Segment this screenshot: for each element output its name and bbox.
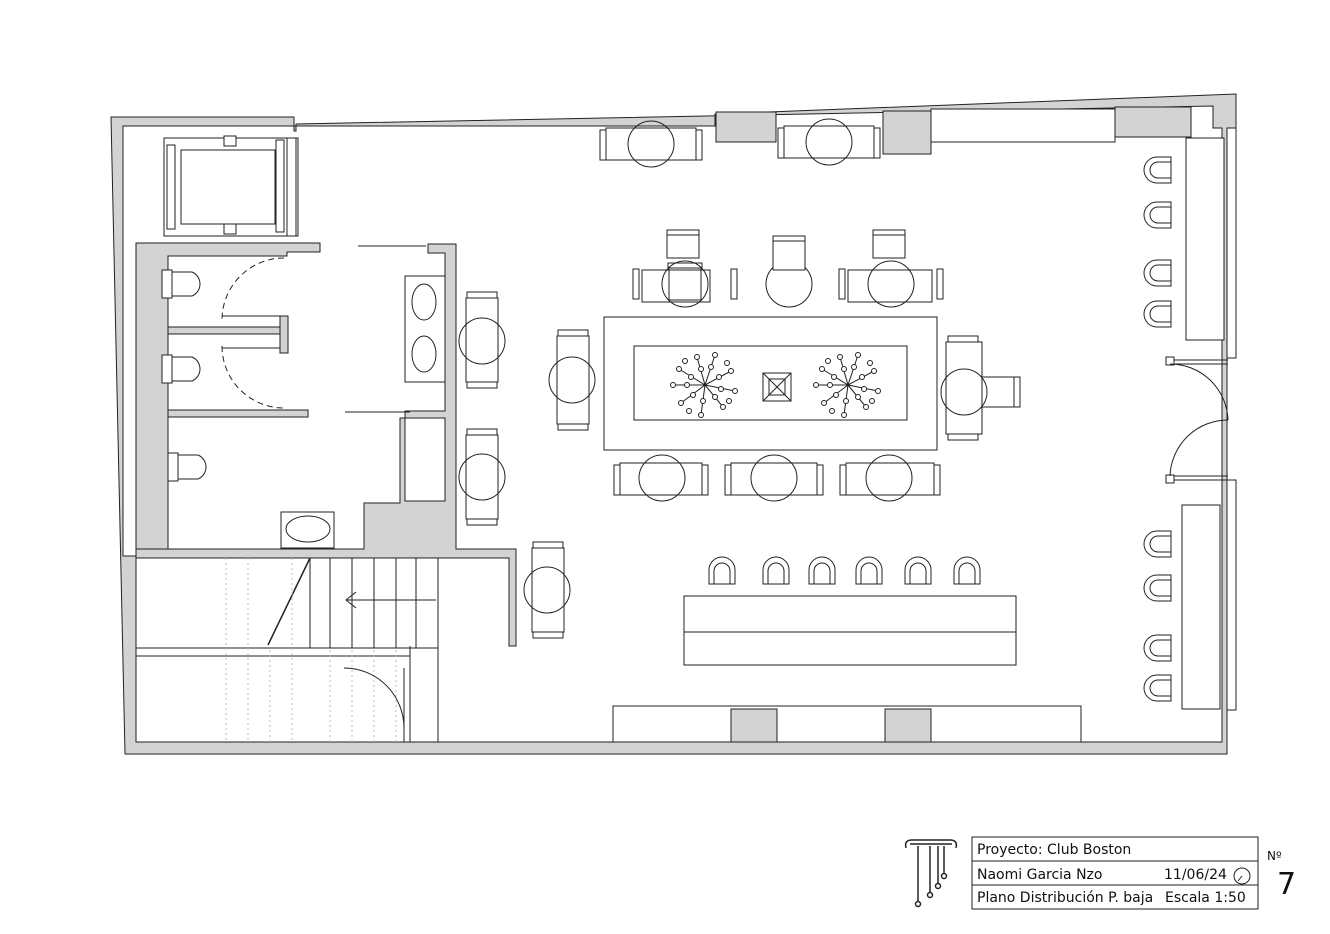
- stall-divider: [167, 409, 309, 418]
- chair: [772, 235, 806, 271]
- bar-stool: [762, 556, 790, 585]
- sheet-number-label: Nº: [1267, 849, 1282, 863]
- title-block: Proyecto: Club Boston Naomi Garcia Nzo 1…: [971, 836, 1259, 910]
- toilet: [161, 269, 201, 299]
- wall-pier: [1114, 106, 1192, 138]
- storage-cabinet: [404, 417, 446, 502]
- bar-stool: [1143, 574, 1172, 602]
- door-swing: [221, 257, 285, 321]
- entrance-door: [1165, 127, 1237, 711]
- bar-stool: [1143, 674, 1172, 702]
- wash-basin: [285, 515, 331, 543]
- interior-walls: [135, 243, 517, 647]
- chair: [872, 229, 906, 259]
- bar-stool: [1143, 634, 1172, 662]
- toilet: [161, 354, 201, 384]
- project-name: Proyecto: Club Boston: [977, 842, 1131, 858]
- bar-stool: [1143, 259, 1172, 287]
- elevator-rail: [286, 137, 297, 237]
- bar-stool: [904, 556, 932, 585]
- drawing-scale: Escala 1:50: [1165, 890, 1246, 906]
- bar-stool: [1143, 300, 1172, 328]
- wall-pier: [882, 110, 932, 155]
- wash-basin: [411, 335, 437, 373]
- drawing-date: 11/06/24: [1164, 867, 1227, 883]
- elevator-guide: [223, 135, 237, 147]
- wall-pier: [730, 708, 778, 743]
- window-frame: [930, 108, 1116, 143]
- chair-group: [613, 454, 941, 502]
- toilet: [167, 452, 207, 482]
- bar-stool: [1143, 201, 1172, 229]
- bar-stool: [808, 556, 836, 585]
- wall-counter: [1181, 504, 1221, 710]
- author-name: Naomi Garcia Nzo: [977, 867, 1102, 883]
- chair-group: [940, 335, 1021, 441]
- centerpiece: [762, 372, 792, 402]
- table-set: [458, 291, 506, 389]
- staircase: [135, 557, 439, 742]
- window-frame: [612, 705, 1082, 743]
- bar-stool: [953, 556, 981, 585]
- elevator-guide: [223, 223, 237, 235]
- table-set: [458, 428, 506, 526]
- table-set: [599, 120, 703, 168]
- elevator-rail: [166, 144, 176, 230]
- bar-stool: [855, 556, 883, 585]
- chair: [641, 269, 711, 303]
- bar-stool: [708, 556, 736, 585]
- bar-stool: [1143, 156, 1172, 184]
- wash-basin: [411, 283, 437, 321]
- chair: [666, 229, 700, 259]
- logo-mark: [904, 839, 958, 908]
- chair-group: [548, 329, 596, 431]
- clock-icon: [1233, 867, 1251, 885]
- stall-divider: [279, 315, 289, 354]
- wall-pier: [715, 111, 777, 143]
- elevator-cabin: [180, 149, 276, 225]
- sheet-number: 7: [1277, 867, 1296, 902]
- door-swing: [221, 345, 285, 409]
- stall-divider: [167, 326, 281, 335]
- wall-counter: [1185, 137, 1225, 341]
- bar-stool: [1143, 530, 1172, 558]
- elevator-rail: [275, 139, 285, 233]
- chair: [847, 269, 933, 303]
- table-set: [777, 118, 881, 166]
- drawing-title: Plano Distribución P. baja: [977, 890, 1153, 906]
- wall-pier: [884, 708, 932, 743]
- bar-counter: [683, 595, 1017, 666]
- table-set: [523, 541, 571, 639]
